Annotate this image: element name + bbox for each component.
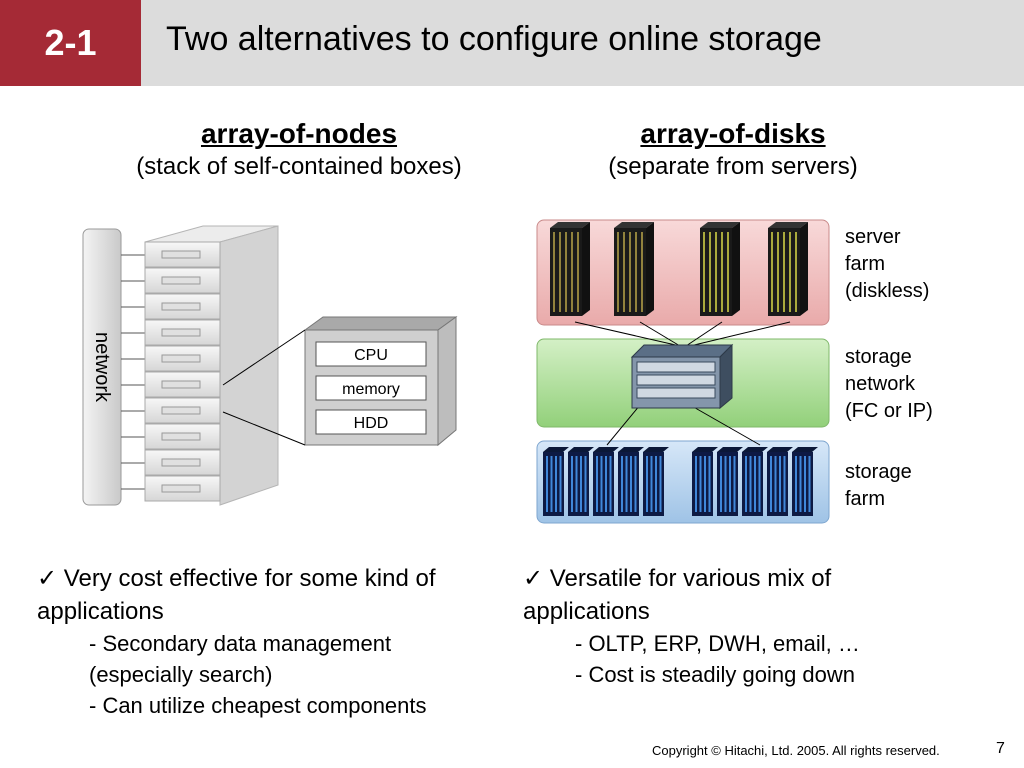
left-sub-1: - Secondary data management (especially … — [89, 631, 392, 687]
page-number: 7 — [996, 740, 1005, 757]
storage-network-line-3: (FC or IP) — [845, 400, 933, 422]
storage-rack — [543, 452, 564, 516]
node-box: CPU memory HDD — [222, 316, 458, 447]
array-of-disks-subheading: (separate from servers) — [608, 153, 858, 180]
left-column-heading: array-of-nodes (stack of self-contained … — [100, 118, 498, 184]
array-of-disks-heading: array-of-disks — [640, 118, 826, 149]
server-farm-label: server farm (diskless) — [845, 224, 929, 305]
network-label: network — [91, 332, 113, 403]
server-farm-panel — [536, 219, 830, 326]
checkmark-icon: ✓ — [523, 565, 550, 592]
right-sub-2: - Cost is steadily going down — [575, 662, 856, 687]
storage-rack — [742, 452, 763, 516]
storage-rack — [618, 452, 639, 516]
storage-network-line-2: network — [845, 373, 916, 395]
storage-rack — [643, 452, 664, 516]
storage-racks — [543, 447, 818, 516]
connection-lines — [574, 321, 791, 446]
storage-farm-label: storage farm — [845, 459, 912, 513]
left-bullet-text: Very cost effective for some kind of app… — [37, 565, 436, 625]
node-stack — [121, 225, 279, 506]
storage-network-line-1: storage — [845, 346, 912, 368]
copyright: Copyright © Hitachi, Ltd. 2005. All righ… — [652, 743, 940, 758]
storage-rack — [692, 452, 713, 516]
hdd-box — [315, 409, 427, 435]
storage-farm-line-2: farm — [845, 488, 885, 510]
right-column-heading: array-of-disks (separate from servers) — [568, 118, 898, 184]
section-number: 2-1 — [44, 22, 97, 63]
right-bullet: ✓ Versatile for various mix of applicati… — [523, 562, 943, 628]
array-of-nodes-heading: array-of-nodes — [200, 118, 398, 149]
storage-rack — [717, 452, 738, 516]
left-sub-2: - Can utilize cheapest components — [89, 693, 427, 718]
storage-switch — [630, 343, 734, 410]
left-bullet: ✓ Very cost effective for some kind of a… — [37, 562, 497, 628]
memory-box — [315, 375, 427, 401]
cpu-box — [315, 341, 427, 367]
right-bullet-text: Versatile for various mix of application… — [523, 565, 832, 625]
storage-rack — [792, 452, 813, 516]
page-title: Two alternatives to configure online sto… — [166, 20, 822, 58]
right-sub-1: - OLTP, ERP, DWH, email, … — [575, 631, 860, 656]
cpu-label: CPU — [354, 347, 388, 364]
storage-rack — [593, 452, 614, 516]
server-farm-line-3: (diskless) — [845, 280, 930, 302]
server-farm-line-1: server — [845, 226, 901, 248]
server-farm-line-2: farm — [845, 253, 885, 275]
storage-farm-line-1: storage — [845, 461, 912, 483]
server-racks — [550, 222, 808, 316]
section-badge: 2-1 — [0, 0, 141, 86]
storage-rack — [568, 452, 589, 516]
header-bar — [0, 0, 1024, 86]
left-bullets: ✓ Very cost effective for some kind of a… — [37, 562, 497, 721]
storage-rack — [767, 452, 788, 516]
memory-label: memory — [342, 381, 400, 398]
checkmark-icon: ✓ — [37, 565, 64, 592]
storage-network-label: storage network (FC or IP) — [845, 344, 933, 425]
network-bar — [82, 228, 122, 506]
right-bullets: ✓ Versatile for various mix of applicati… — [523, 562, 943, 690]
hdd-label: HDD — [354, 415, 389, 432]
array-of-nodes-subheading: (stack of self-contained boxes) — [136, 153, 462, 180]
